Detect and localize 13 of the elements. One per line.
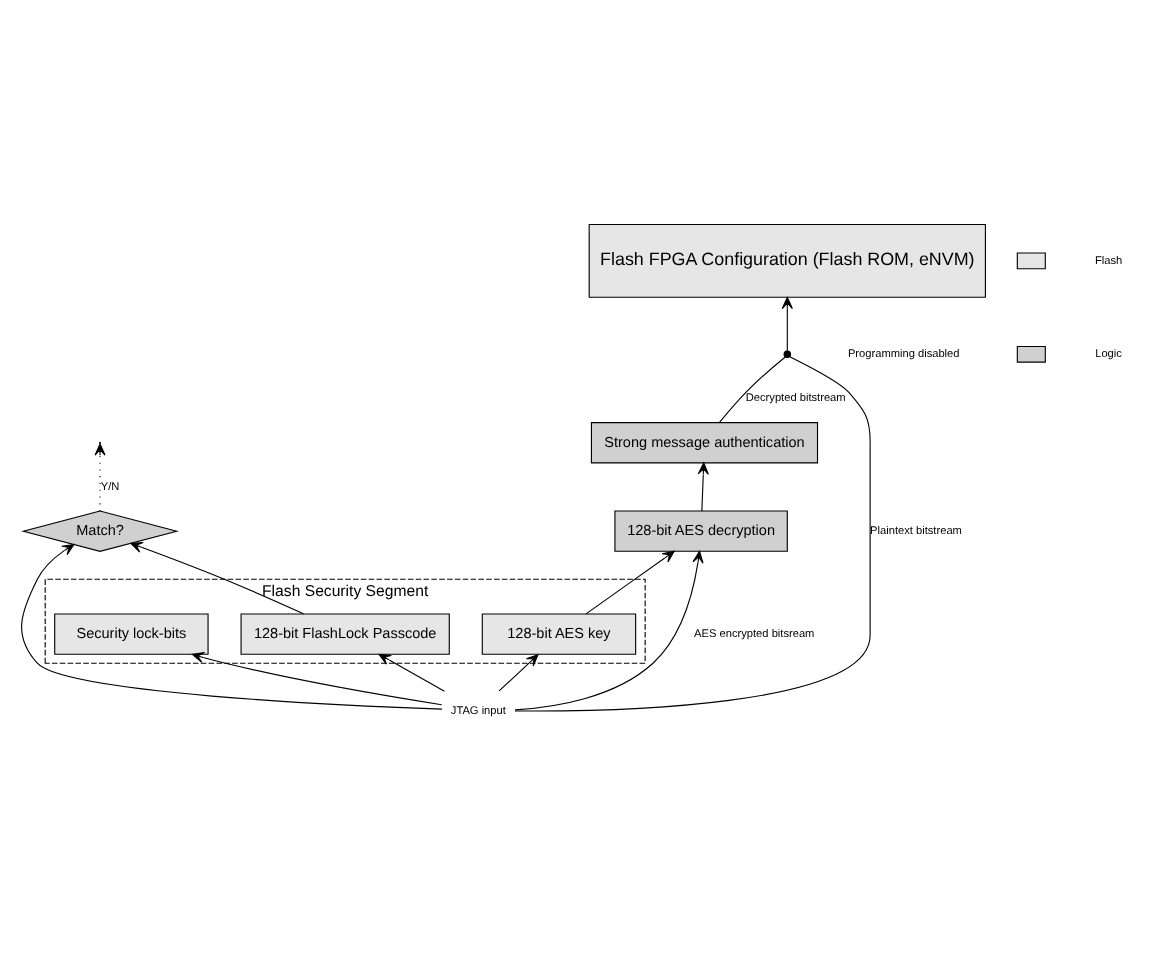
arrow — [514, 549, 704, 710]
arrow — [191, 651, 443, 705]
arrow — [378, 652, 445, 691]
arrow — [21, 542, 443, 709]
connector — [719, 355, 786, 422]
arrow — [781, 295, 793, 351]
arrow — [697, 461, 709, 511]
node-switch — [783, 349, 792, 358]
arrow — [498, 653, 539, 691]
node-box: Flash FPGA Configuration (Flash ROM, eNVM) — [588, 222, 986, 297]
arrow — [130, 540, 305, 614]
arrow — [585, 549, 675, 614]
connector — [514, 355, 871, 711]
